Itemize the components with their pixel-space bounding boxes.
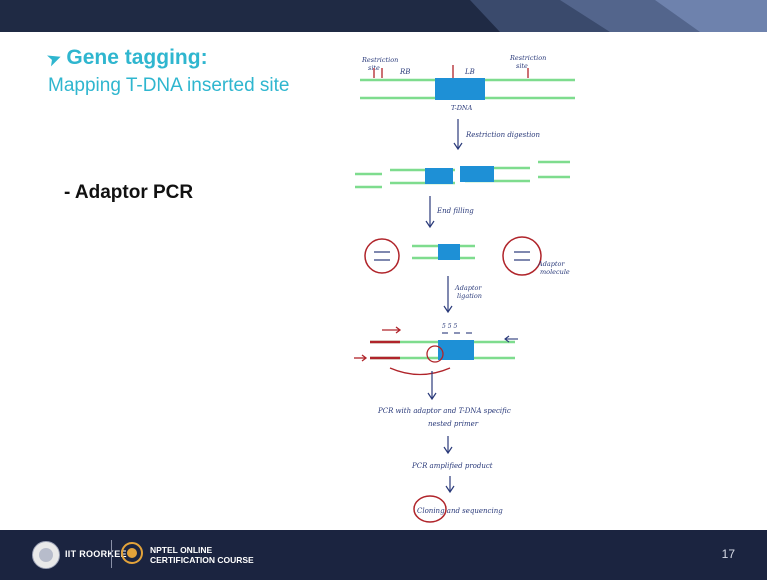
adaptor-circle-right	[502, 236, 542, 276]
footer-divider	[111, 540, 112, 568]
step-adaptor-ligation-2: ligation	[457, 292, 482, 300]
footer-institute: IIT ROORKEE	[65, 549, 127, 559]
nptel-logo-icon	[121, 542, 143, 564]
footer-course: NPTEL ONLINE CERTIFICATION COURSE	[150, 545, 254, 565]
tdna-fragment-right	[460, 166, 494, 182]
filled-fragment	[412, 244, 475, 260]
restriction-site-right-label: Restriction	[509, 54, 546, 62]
restriction-site-right-label-2: site	[516, 62, 528, 70]
lb-label: LB	[464, 68, 475, 76]
cloning-circle	[413, 495, 447, 523]
step-cloning-sequencing: Cloning and sequencing	[417, 507, 503, 515]
tdna-fragment-left	[425, 168, 453, 184]
header-accent	[470, 0, 767, 32]
slide-title-block: ➤Gene tagging: Mapping T-DNA inserted si…	[45, 45, 290, 99]
tdna-label: T-DNA	[451, 104, 473, 112]
restriction-site-left-label: Restriction	[361, 56, 398, 64]
slide-subtitle: Mapping T-DNA inserted site	[48, 75, 290, 96]
footer-course-line2: CERTIFICATION COURSE	[150, 555, 254, 565]
slide-title: ➤Gene tagging:	[45, 45, 290, 73]
primer-arrows	[354, 326, 402, 362]
iit-roorkee-logo-icon	[32, 541, 60, 569]
step-end-filling: End filling	[436, 207, 474, 215]
step-pcr-amplified-product: PCR amplified product	[411, 462, 493, 470]
bullet-adaptor-pcr: - Adaptor PCR	[64, 182, 194, 203]
ligated-product	[370, 340, 515, 376]
footer-course-line1: NPTEL ONLINE	[150, 545, 213, 555]
adaptor-molecule-label-2: molecule	[540, 268, 570, 276]
restriction-arrows	[373, 65, 529, 78]
step-pcr-nested-primer: PCR with adaptor and T-DNA specific	[377, 407, 511, 415]
genomic-dna-intact	[360, 78, 575, 100]
svg-text:5 5 5: 5 5 5	[442, 323, 457, 330]
rb-label: RB	[399, 68, 410, 76]
step-pcr-nested-primer-2: nested primer	[428, 420, 479, 428]
adaptor-circle-left	[364, 238, 400, 274]
page-number: 17	[721, 547, 735, 561]
slide-title-text: Gene tagging:	[66, 46, 208, 69]
step-adaptor-ligation: Adaptor	[454, 284, 482, 292]
adaptor-molecule-label: Adaptor	[537, 260, 565, 268]
step-restriction-digestion: Restriction digestion	[465, 131, 541, 139]
arrow-bullet-icon: ➤	[45, 49, 64, 70]
adaptor-pcr-diagram: Restriction site RB LB Restriction site …	[354, 54, 575, 523]
